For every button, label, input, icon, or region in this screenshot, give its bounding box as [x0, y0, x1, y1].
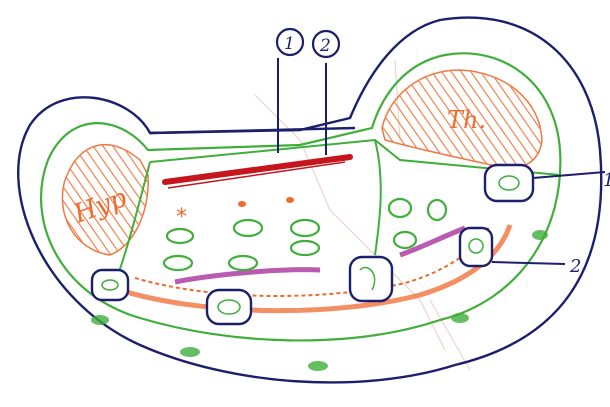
star-mark: *	[176, 205, 187, 230]
red-bar	[165, 157, 350, 182]
bundle-right-top	[485, 165, 533, 201]
inner-green-band-right	[375, 140, 381, 255]
right-region-label: Th.	[447, 106, 486, 134]
notch-line	[150, 128, 355, 133]
callout-label-2: 2	[319, 36, 331, 56]
callout-label-1: 1	[284, 34, 295, 54]
bundle-inner-marks	[102, 176, 519, 314]
orange-dots	[238, 197, 294, 207]
bundle-left	[92, 270, 128, 300]
magenta-streak-lower	[175, 270, 320, 282]
edge-label-2: 2	[569, 256, 581, 277]
bundle-right-lower	[460, 228, 492, 266]
green-ovals	[164, 199, 446, 270]
bundle-center	[350, 257, 392, 301]
edge-label-1: 1	[603, 170, 610, 191]
bundle-bottom	[207, 290, 251, 324]
